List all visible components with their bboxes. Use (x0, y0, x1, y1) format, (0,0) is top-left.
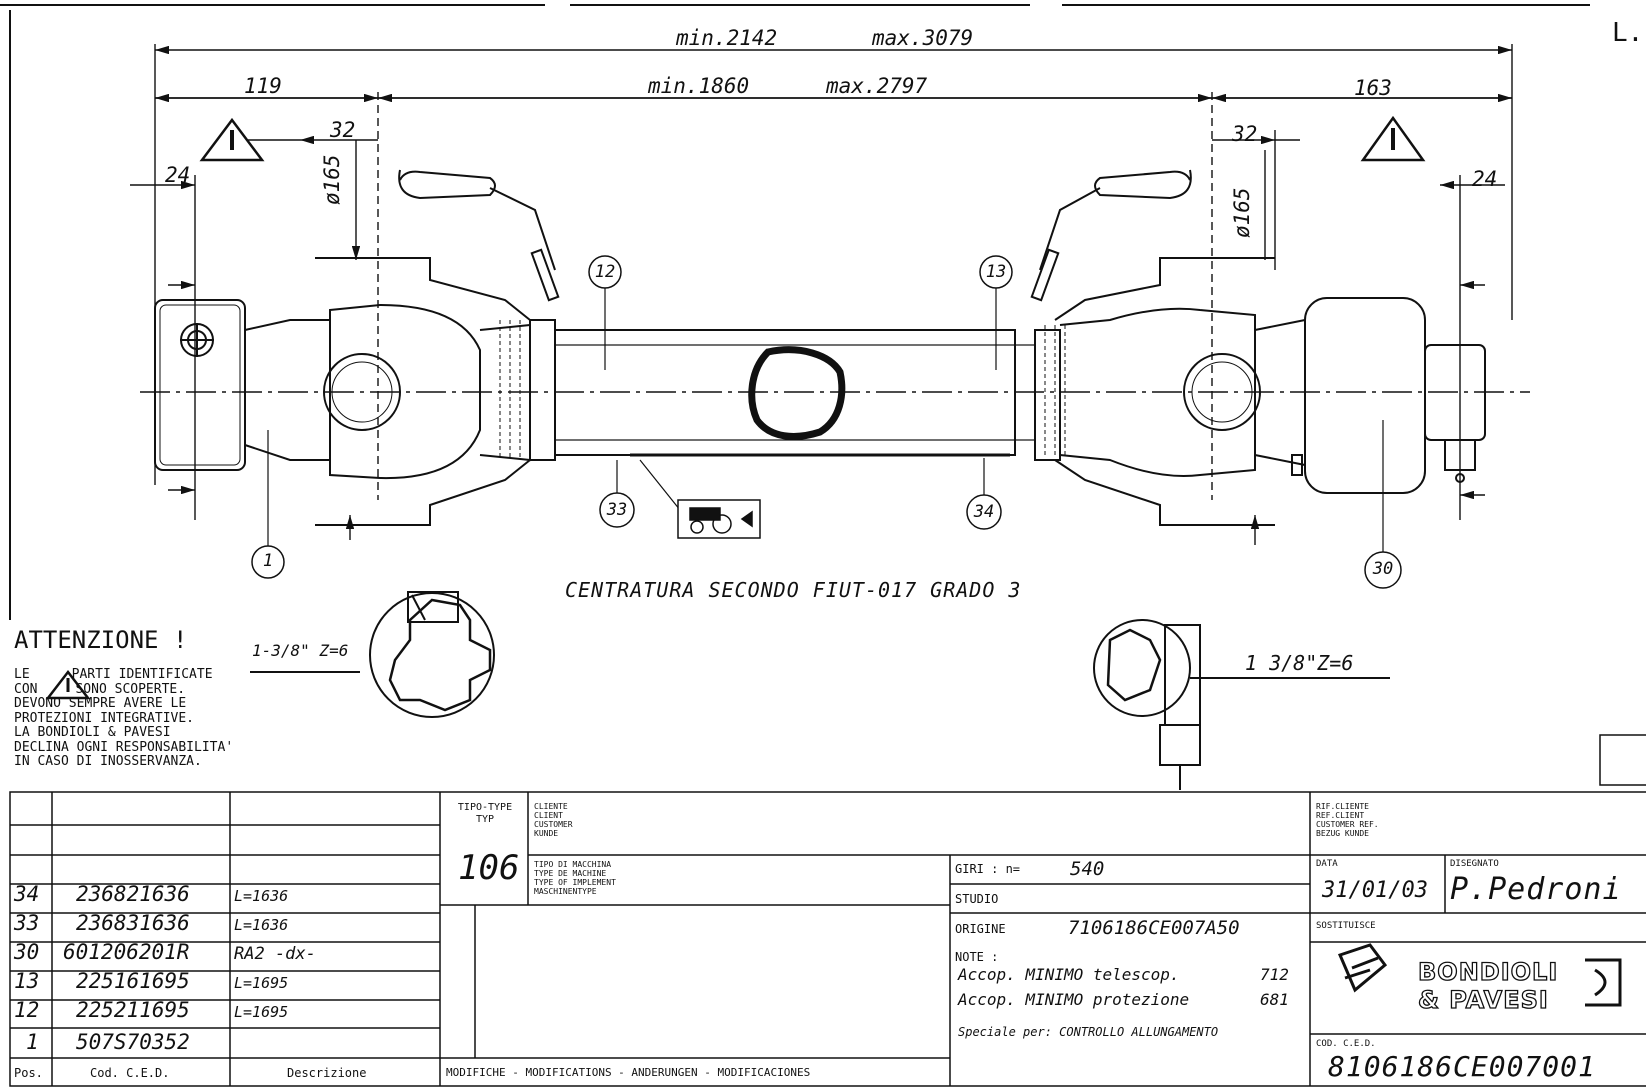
centering-note: CENTRATURA SECONDO FIUT-017 GRADO 3 (565, 578, 1022, 602)
note-line-2: Accop. MINIMO protezione (958, 990, 1190, 1009)
row-33-pos: 33 (14, 911, 40, 935)
row-13-code: 225161695 (76, 969, 190, 993)
cod-ced-label: COD. C.E.D. (1316, 1039, 1376, 1049)
origine-value: 7106186CE007A50 (1068, 917, 1240, 939)
header-pos: Pos. (14, 1066, 43, 1080)
spline-right-label: 1 3/8"Z=6 (1245, 651, 1354, 675)
macchina-label: TIPO DI MACCHINA TYPE DE MACHINE TYPE OF… (534, 860, 616, 896)
row-34-code: 236821636 (76, 882, 190, 906)
note-label: NOTE : (955, 950, 999, 964)
spline-left-label: 1-3/8" Z=6 (252, 641, 349, 660)
row-30-pos: 30 (14, 940, 40, 964)
brand-line-1: BONDIOLI (1417, 957, 1559, 986)
brand-line-2: & PAVESI (1417, 985, 1549, 1014)
row-34-pos: 34 (14, 882, 40, 906)
right-163-dim: 163 (1354, 76, 1392, 100)
disegnato-label: DISEGNATO (1450, 859, 1499, 869)
row-12-desc: L=1695 (234, 1003, 289, 1021)
left-24-dim: 24 (165, 163, 191, 187)
note-line-2-value: 681 (1260, 990, 1289, 1009)
header-code: Cod. C.E.D. (90, 1066, 170, 1080)
row-1-pos: 1 (26, 1030, 39, 1054)
row-13-desc: L=1695 (234, 974, 289, 992)
data-value: 31/01/03 (1322, 878, 1428, 903)
cliente-label: CLIENTE CLIENT CUSTOMER KUNDE (534, 802, 573, 838)
row-12-pos: 12 (14, 998, 40, 1022)
left-119-dim: 119 (244, 74, 282, 98)
tipo-label: TIPO-TYPE TYP (457, 802, 513, 825)
inner-min-dim: min.1860 (648, 74, 750, 98)
row-33-code: 236831636 (76, 911, 190, 935)
row-33-desc: L=1636 (234, 916, 289, 934)
right-32-dim: 32 (1232, 122, 1258, 146)
row-30-desc: RA2 -dx- (234, 944, 316, 964)
studio-label: STUDIO (955, 892, 999, 906)
row-34-desc: L=1636 (234, 887, 289, 905)
origine-label: ORIGINE (955, 922, 1006, 936)
overall-min-dim: min.2142 (676, 26, 778, 50)
callout-33: 33 (606, 500, 628, 520)
sheet-mark: L. (1612, 18, 1644, 48)
row-13-pos: 13 (14, 969, 40, 993)
cod-ced-value: 8106186CE007001 (1328, 1050, 1596, 1083)
callout-30: 30 (1372, 559, 1394, 579)
row-30-code: 601206201R (63, 940, 190, 964)
tipo-value: 106 (458, 848, 520, 888)
row-1-code: 507S70352 (76, 1030, 190, 1054)
callout-1: 1 (262, 551, 274, 571)
tractor-direction-icon (677, 499, 761, 539)
inner-max-dim: max.2797 (826, 74, 928, 98)
left-diameter-dim: ø165 (320, 154, 344, 205)
note-line-1: Accop. MINIMO telescop. (958, 965, 1180, 984)
rif-cliente-label: RIF.CLIENTE REF.CLIENT CUSTOMER REF. BEZ… (1316, 802, 1379, 838)
sostituisce-label: SOSTITUISCE (1316, 921, 1376, 931)
warning-title: ATTENZIONE ! (14, 626, 188, 654)
note-line-3: Speciale per: CONTROLLO ALLUNGAMENTO (958, 1025, 1219, 1039)
right-diameter-dim: ø165 (1230, 187, 1254, 238)
overall-max-dim: max.3079 (872, 26, 974, 50)
callout-12: 12 (594, 262, 616, 282)
note-line-1-value: 712 (1260, 965, 1289, 984)
right-24-dim: 24 (1472, 167, 1498, 191)
bondioli-pavesi-logo (1337, 943, 1622, 1007)
header-desc: Descrizione (287, 1066, 367, 1080)
data-label: DATA (1316, 859, 1338, 869)
row-12-code: 225211695 (76, 998, 190, 1022)
callout-13: 13 (985, 262, 1007, 282)
disegnato-value: P.Pedroni (1450, 872, 1622, 907)
giri-value: 540 (1070, 858, 1105, 880)
modifiche-label: MODIFICHE - MODIFICATIONS - ANDERUNGEN -… (446, 1066, 811, 1079)
callout-34: 34 (973, 502, 995, 522)
giri-label: GIRI : n= (955, 862, 1021, 876)
left-32-dim: 32 (330, 118, 356, 142)
